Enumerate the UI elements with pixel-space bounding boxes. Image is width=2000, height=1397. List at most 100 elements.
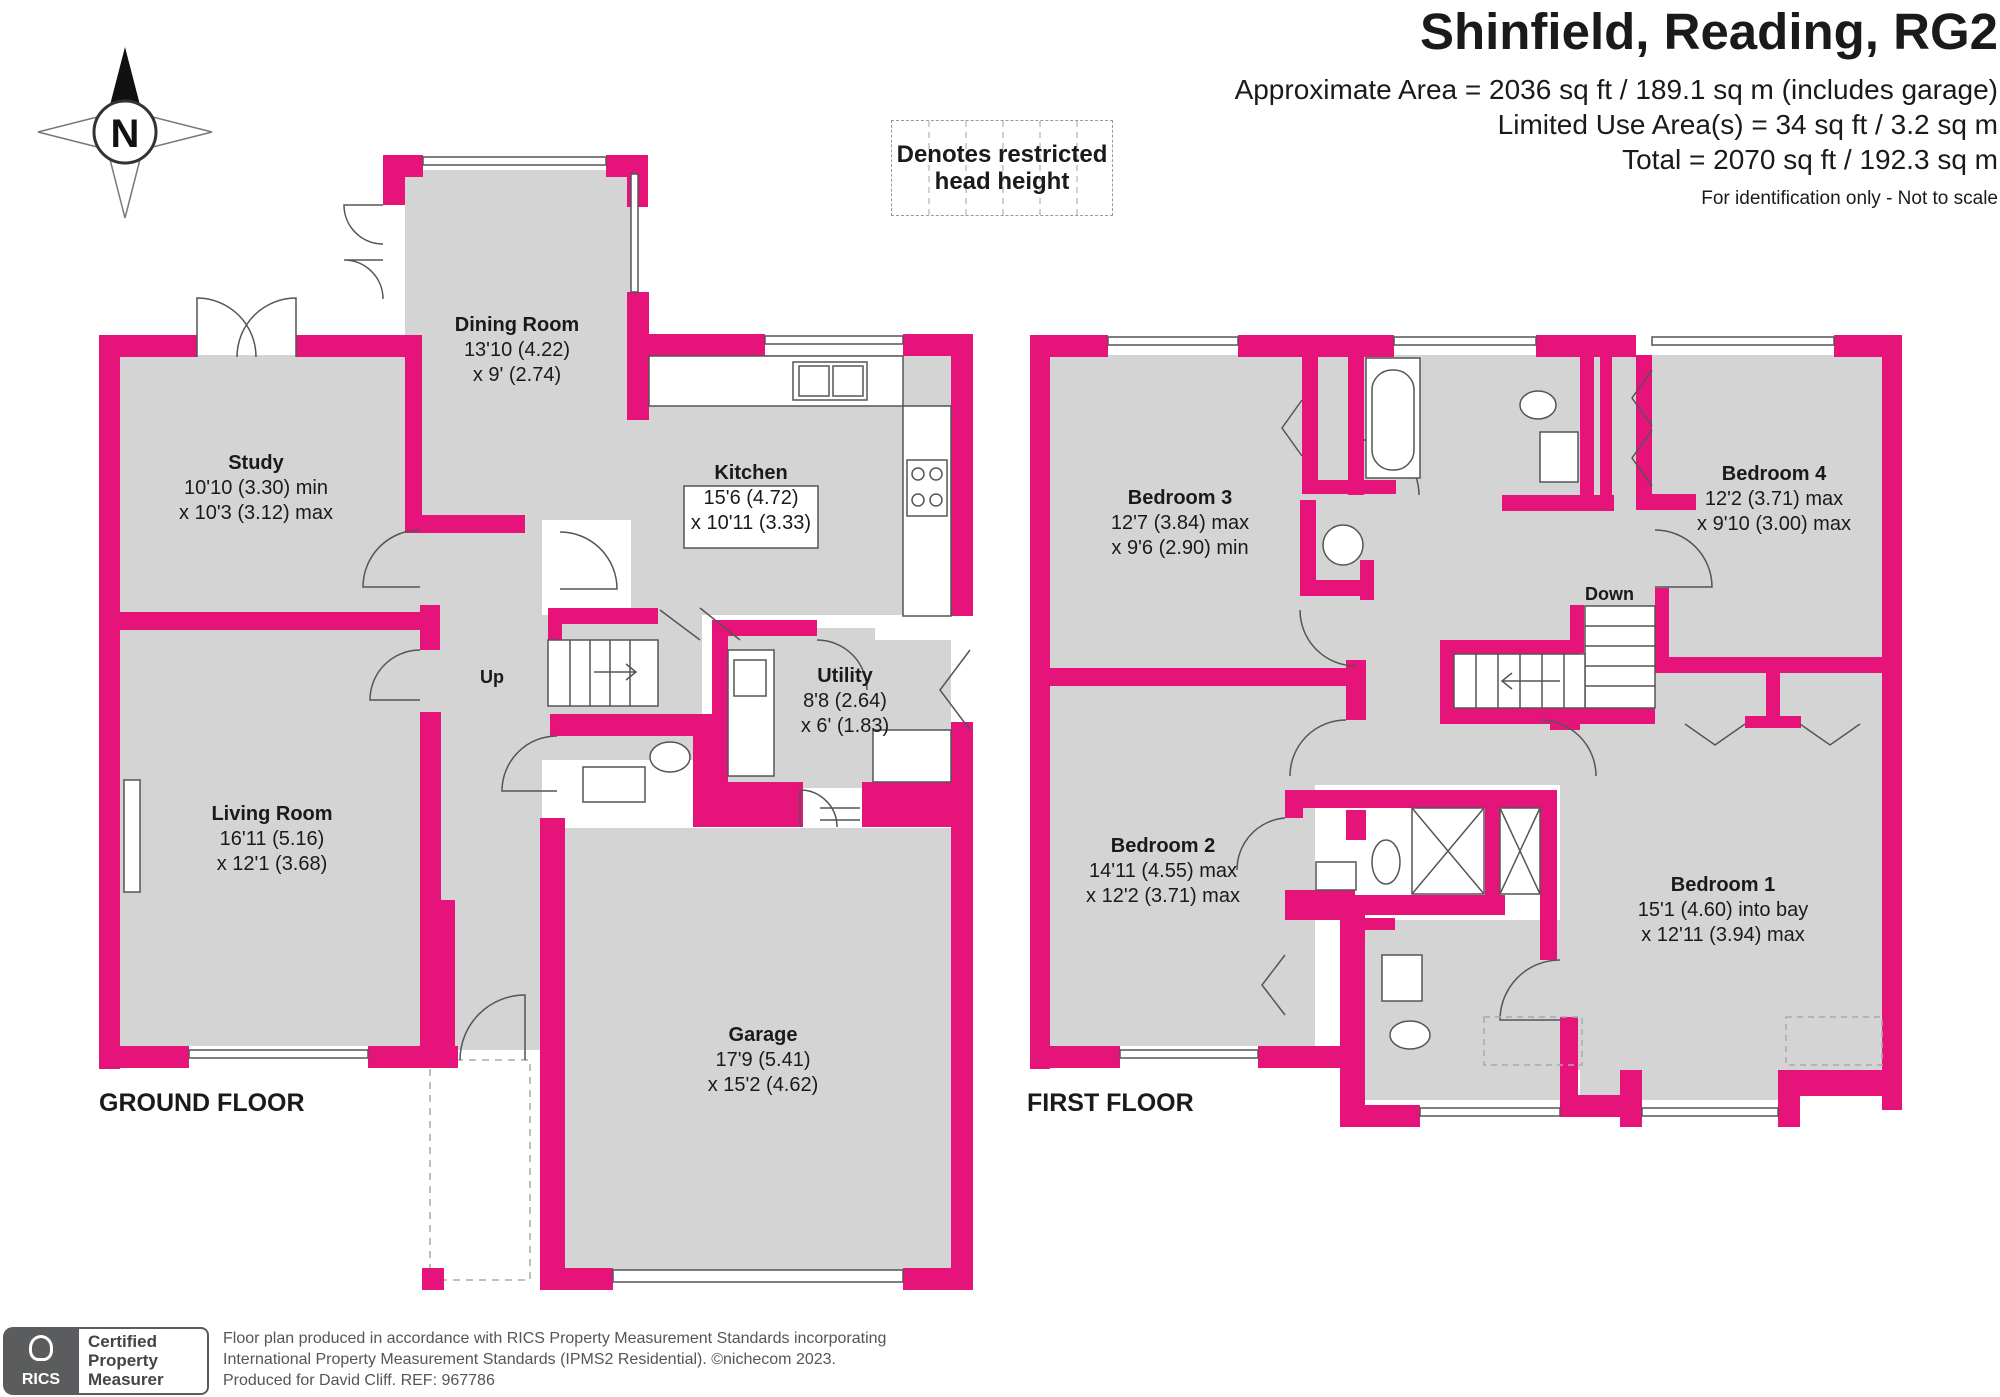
compass-letter: N bbox=[111, 112, 140, 156]
hob-ring-4 bbox=[929, 493, 943, 507]
utility-north-wall bbox=[712, 620, 817, 636]
room-dimension: x 12'1 (3.68) bbox=[216, 853, 328, 875]
kitchen-island-label-bg bbox=[683, 485, 819, 549]
airing-south-wall bbox=[1300, 580, 1370, 596]
bed4-door bbox=[1654, 529, 1713, 588]
room-dimension: x 15'2 (4.62) bbox=[707, 1074, 819, 1096]
garage-south-wall-b bbox=[903, 1268, 973, 1290]
living-room-floor bbox=[120, 628, 422, 1046]
bay-west-wall bbox=[1560, 1017, 1578, 1117]
kitchen-fittings bbox=[547, 355, 952, 821]
ensuite-partition bbox=[1485, 808, 1500, 908]
ensuite-1-toilet bbox=[1389, 1020, 1431, 1050]
legend-line-2: head height bbox=[934, 168, 1070, 195]
bath-south-wall-a bbox=[1348, 480, 1396, 494]
restricted-height-zone-1 bbox=[1483, 1016, 1583, 1066]
ground-stair-treads bbox=[569, 640, 631, 706]
ff-north-wall-d bbox=[1536, 335, 1636, 357]
bed3-bed2-wall bbox=[1050, 668, 1360, 686]
bed4-south-wall bbox=[1655, 657, 1882, 673]
study-living-wall bbox=[120, 612, 440, 630]
ff-stair-treads-upper bbox=[1585, 625, 1655, 687]
bed2-south-wall-a bbox=[1030, 1046, 1120, 1068]
ground-stair-arrow bbox=[594, 663, 638, 681]
room-dimension: x 9' (2.74) bbox=[472, 364, 562, 386]
garage-west-wall bbox=[540, 818, 565, 1290]
room-bedroom-4: Bedroom 4 12'2 (3.71) max x 9'10 (3.00) … bbox=[1697, 462, 1851, 537]
fireplace bbox=[123, 779, 141, 893]
rics-logo-text: RICS bbox=[21, 1371, 61, 1388]
room-name: Living Room bbox=[211, 803, 333, 825]
ff-wc-toilet bbox=[1519, 390, 1557, 420]
room-dimension: 8'8 (2.64) bbox=[803, 690, 887, 712]
living-south-wall-a bbox=[99, 1046, 189, 1068]
airing-east-stub bbox=[1360, 560, 1374, 600]
dining-window bbox=[422, 156, 607, 166]
room-kitchen: Kitchen 15'6 (4.72) x 10'11 (3.33) bbox=[691, 461, 811, 536]
dining-hall-door bbox=[559, 531, 618, 590]
hob-ring-1 bbox=[911, 467, 925, 481]
utility-sink bbox=[733, 659, 767, 697]
utility-west-wall bbox=[712, 620, 728, 790]
ground-floor-fills bbox=[120, 170, 953, 1281]
limited-use-area: Limited Use Area(s) = 34 sq ft / 3.2 sq … bbox=[1497, 109, 1998, 140]
landing-stair-wall-v bbox=[1570, 605, 1584, 653]
study-floor bbox=[120, 355, 422, 613]
footer-notes: Floor plan produced in accordance with R… bbox=[223, 1328, 886, 1391]
bed2-ensuite-stub bbox=[1285, 790, 1303, 818]
footer-line: Floor plan produced in accordance with R… bbox=[223, 1330, 887, 1347]
rics-logo: RICS bbox=[3, 1327, 79, 1395]
ensuite-2-basin bbox=[1315, 861, 1357, 891]
ff-north-wall-b bbox=[1238, 335, 1348, 357]
study-door-right bbox=[236, 297, 297, 358]
bed4-west-wall bbox=[1636, 355, 1652, 510]
rics-certified-badge: RICS Certified Property Measurer bbox=[3, 1327, 209, 1395]
utility-external-door bbox=[939, 649, 971, 731]
wc-basin bbox=[582, 766, 646, 803]
hall-west-wall bbox=[441, 900, 455, 1050]
bed1-shower-cross bbox=[1499, 807, 1541, 895]
hob-ring-3 bbox=[911, 493, 925, 507]
garage-step bbox=[820, 807, 860, 821]
room-name: Bedroom 2 bbox=[1110, 835, 1216, 857]
approximate-area: Approximate Area = 2036 sq ft / 189.1 sq… bbox=[1234, 74, 1998, 105]
room-name: Bedroom 4 bbox=[1721, 463, 1827, 485]
bed2-south-wall-b bbox=[1258, 1046, 1340, 1068]
sink-bowl-right bbox=[832, 365, 864, 397]
compass-ring bbox=[92, 99, 158, 165]
stairs-up-label: Up bbox=[480, 667, 504, 687]
ensuite-1-basin bbox=[1381, 954, 1423, 1002]
ensuite-floor bbox=[1365, 920, 1560, 1100]
room-living-room: Living Room 16'11 (5.16) x 12'1 (3.68) bbox=[211, 802, 332, 877]
kitchen-east-wall bbox=[951, 334, 973, 616]
room-name: Dining Room bbox=[454, 314, 580, 336]
living-east-wall bbox=[420, 712, 441, 1067]
first-floor-fittings bbox=[1315, 357, 1656, 1050]
dining-south-wall bbox=[405, 515, 525, 533]
hob bbox=[906, 459, 948, 517]
room-dimension: 16'11 (5.16) bbox=[219, 828, 325, 850]
room-dimension: 14'11 (4.55) max bbox=[1089, 860, 1237, 882]
bay-window bbox=[1641, 1107, 1779, 1117]
room-name: Bedroom 3 bbox=[1127, 487, 1233, 509]
bedroom-1-floor bbox=[1560, 726, 1882, 1070]
room-dimension: x 9'10 (3.00) max bbox=[1697, 513, 1851, 535]
study-north-wall-a bbox=[99, 335, 197, 357]
bed1-door bbox=[1539, 719, 1597, 777]
kitchen-stair-wall bbox=[548, 608, 658, 624]
sink-bowl-left bbox=[798, 365, 830, 397]
room-garage: Garage 17'9 (5.41) x 15'2 (4.62) bbox=[708, 1023, 819, 1098]
living-door bbox=[369, 649, 421, 701]
wc-toilet bbox=[649, 741, 691, 773]
first-floor-label: FIRST FLOOR bbox=[1027, 1089, 1194, 1117]
ground-stairs bbox=[547, 639, 659, 707]
bed2-ensuite-south-b bbox=[1285, 895, 1505, 915]
bed1-wardrobe-doors bbox=[1684, 723, 1861, 746]
room-dimension: x 9'6 (2.90) min bbox=[1111, 537, 1249, 559]
ff-stair-arrow bbox=[1500, 672, 1560, 690]
wc-bath-wall bbox=[1580, 355, 1594, 495]
bed1-west-wall bbox=[1540, 790, 1557, 960]
not-to-scale-note: For identification only - Not to scale bbox=[1701, 188, 1998, 209]
badge-line: Property bbox=[88, 1351, 158, 1370]
